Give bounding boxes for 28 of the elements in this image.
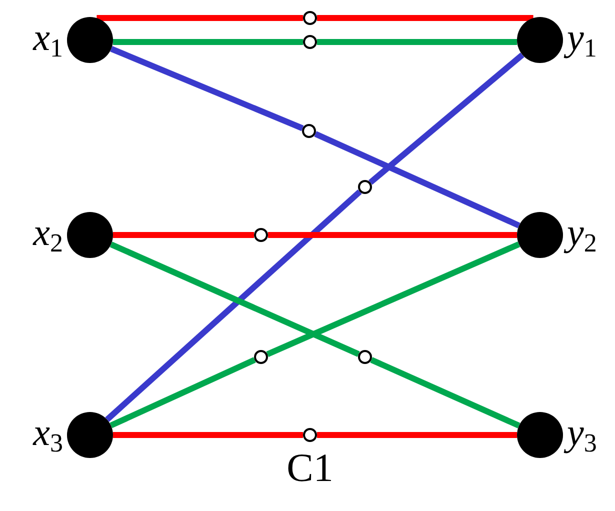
graph-edge [96,15,303,21]
subdivision-vertex [254,350,268,364]
subdivision-vertex [303,428,317,442]
graph-edge [110,242,360,357]
graph-edge [266,241,520,357]
graph-edge [113,432,303,438]
graph-edge [268,232,517,238]
graph-edge [317,39,518,45]
graph-edge [317,15,534,21]
graph-edge [110,46,304,132]
graph-edge [110,357,256,428]
graph-edge [370,357,520,428]
subdivision-vertex [303,11,317,25]
graph-edge [113,232,254,238]
subdivision-vertex [358,180,372,194]
vertex-label: x$_{3}$ [33,414,63,456]
vertex-label: x$_{2}$ [33,214,63,256]
subdivision-vertex [254,228,268,242]
subdivision-vertex [303,35,317,49]
graph-edge [368,52,524,185]
vertex-label: x$_{1}$ [33,19,63,62]
subdivision-vertex [358,350,372,364]
graph-edge [317,432,517,438]
graph-edge [112,39,303,45]
graph-edge [314,131,520,228]
graph-edge [105,189,362,422]
subdivision-vertex [302,124,316,138]
graph-caption: C1 [286,448,334,488]
